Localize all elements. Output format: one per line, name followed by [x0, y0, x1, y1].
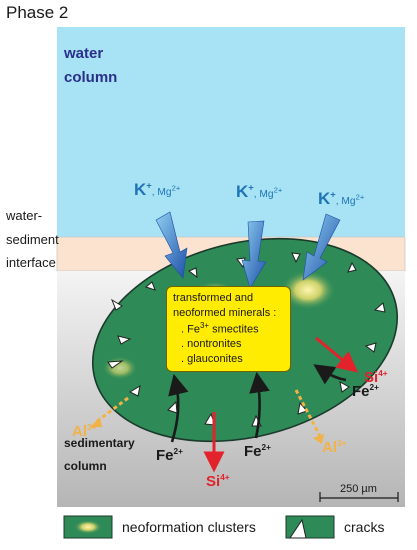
scale-bar-label: 250 µm: [340, 483, 377, 495]
water-column: [57, 27, 405, 237]
si-ion-label-1: Si4+: [206, 473, 230, 490]
fe-arrow-2: [249, 371, 270, 439]
fe-ion-label-2: Fe2+: [244, 443, 271, 460]
si-arrow-2: [315, 336, 359, 373]
al-ion-label-2: Al3+: [322, 439, 347, 456]
k-arrows: [155, 211, 341, 289]
box-item-nontronites: . nontronites: [181, 338, 242, 351]
k-arrow-2: [241, 220, 267, 289]
water-column-label-line2: column: [64, 69, 118, 86]
interface-label-line2: sediment: [6, 232, 59, 247]
sedimentary-label-line1: sedimentary: [64, 436, 135, 450]
fe-arrows: [168, 364, 347, 443]
k-ion-label-2: K+, Mg2+: [236, 182, 283, 201]
sedimentary-label-line2: column: [64, 459, 107, 473]
si-arrows: [203, 336, 359, 473]
legend-clusters-label: neoformation clusters: [122, 519, 256, 535]
fe-ion-label-3: Fe2+: [352, 383, 379, 400]
fe-ion-label-1: Fe2+: [156, 447, 183, 464]
legend: [63, 515, 335, 539]
al-ion-label-1: Al3+: [72, 423, 97, 440]
water-column-label-line1: water: [64, 45, 104, 62]
si-ion-label-2: Si4+: [364, 369, 388, 386]
fe-arrow-3: [313, 364, 347, 385]
al-arrow-2: [294, 389, 322, 437]
neoformation-cluster: [280, 270, 336, 310]
fe-arrow-1: [168, 373, 189, 443]
k-ion-label-3: K+, Mg2+: [318, 189, 365, 208]
k-ion-label-1: K+, Mg2+: [134, 180, 181, 199]
interface-label-line1: water-: [6, 208, 43, 223]
scale-bar: [319, 492, 399, 502]
neoformation-cluster: [102, 356, 138, 380]
box-line2: neoformed minerals :: [173, 306, 277, 319]
k-arrow-3: [302, 213, 341, 281]
legend-cracks-label: cracks: [344, 519, 385, 535]
al-arrows: [95, 389, 322, 437]
box-item-glauconites: . glauconites: [181, 353, 243, 366]
k-arrow-1: [155, 211, 188, 279]
mineral-info-box: transformed and neoformed minerals : . F…: [166, 286, 291, 372]
interface-label-line3: interface: [6, 255, 56, 270]
box-item-smectites: . Fe3+ smectites: [181, 320, 259, 336]
page-title: Phase 2: [6, 3, 69, 22]
box-line1: transformed and: [173, 292, 254, 304]
